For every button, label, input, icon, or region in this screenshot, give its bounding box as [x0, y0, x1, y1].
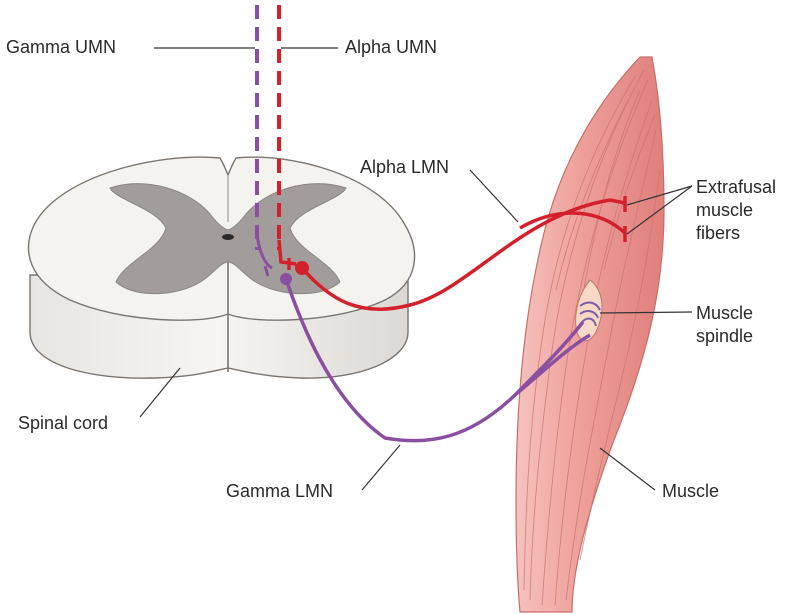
gamma-lmn-cell-body	[280, 273, 292, 285]
spinal-cord-leader	[139, 367, 181, 418]
gamma-umn-terminal	[255, 234, 273, 277]
spinal-cord-label: Spinal cord	[18, 413, 109, 433]
extrafusal-leader-1	[626, 185, 693, 206]
muscle-leader	[599, 447, 656, 491]
alpha-umn-terminal	[277, 239, 297, 270]
alpha-lmn-leader	[469, 169, 519, 223]
muscle-spindle-leader	[599, 311, 693, 314]
muscle-shape	[515, 56, 665, 613]
central-canal	[222, 234, 234, 240]
extrafusal-leader-2	[626, 185, 693, 235]
gamma-lmn-axon	[284, 278, 591, 443]
alpha-lmn-axon	[300, 198, 627, 311]
spinal-cord-shape	[27, 156, 416, 379]
leader-lines	[139, 47, 693, 491]
alpha-lmn-label: Alpha LMN	[360, 157, 450, 177]
gamma-lmn-label: Gamma LMN	[226, 481, 334, 501]
alpha-umn-label: Alpha UMN	[345, 37, 438, 57]
extrafusal-label: Extrafusal muscle fibers	[696, 177, 777, 243]
alpha-lmn-cell-body	[295, 261, 309, 275]
muscle-spindle-label: Muscle spindle	[696, 303, 754, 346]
muscle-label: Muscle	[662, 481, 720, 501]
gamma-umn-label: Gamma UMN	[6, 37, 117, 57]
gamma-lmn-leader	[361, 444, 401, 491]
